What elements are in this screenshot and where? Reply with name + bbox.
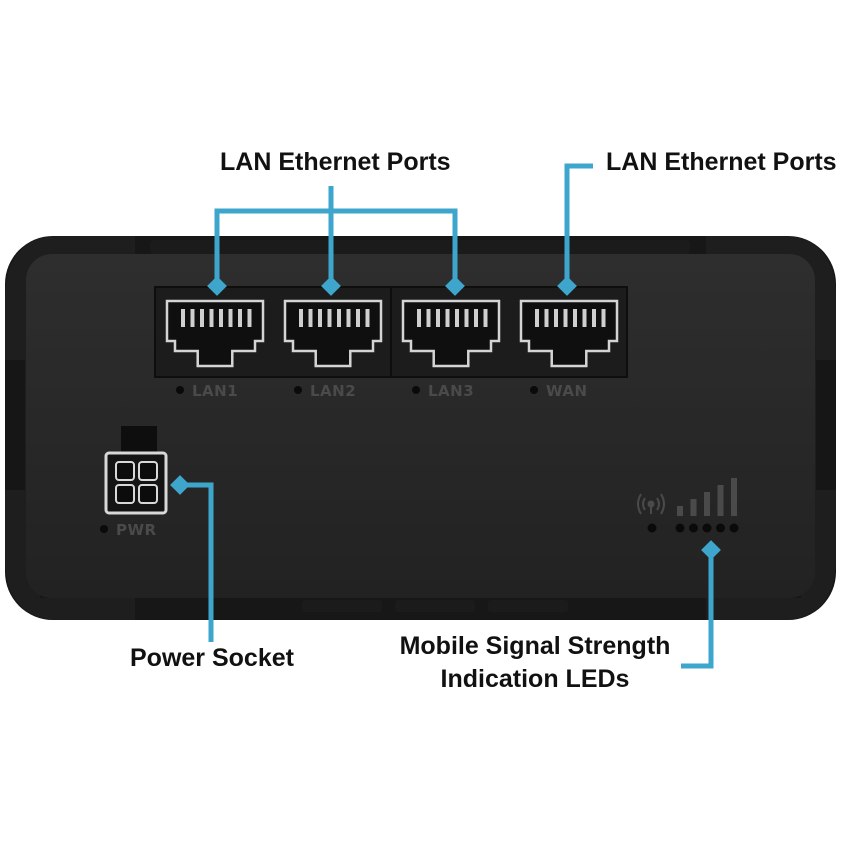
signal-led bbox=[716, 523, 725, 533]
lan-ports-label-left: LAN Ethernet Ports bbox=[220, 148, 451, 176]
jack-pin bbox=[464, 309, 469, 327]
port-label-lan2: LAN2 bbox=[310, 382, 356, 400]
antenna-icon bbox=[637, 493, 665, 515]
port-label-wan: WAN bbox=[546, 382, 588, 400]
port-led-lan3 bbox=[412, 386, 420, 394]
jack-pin bbox=[426, 309, 431, 327]
top-ridge bbox=[150, 240, 690, 254]
jack-pin bbox=[181, 309, 185, 327]
jack-pin bbox=[483, 309, 488, 327]
antenna-led bbox=[647, 523, 657, 533]
power-port-label: PWR bbox=[116, 521, 157, 539]
port-led-wan bbox=[530, 386, 538, 394]
jack-pin bbox=[573, 309, 577, 327]
ethernet-jack-wan bbox=[519, 299, 619, 368]
power-pin-2 bbox=[138, 461, 158, 481]
jack-pin bbox=[209, 309, 214, 327]
signal-led bbox=[689, 523, 698, 533]
jack-pin bbox=[535, 309, 539, 327]
jack-pin bbox=[592, 309, 596, 327]
signal-leds-label-line2: Indication LEDs bbox=[440, 664, 630, 693]
signal-led bbox=[675, 523, 685, 533]
signal-bars-icon bbox=[647, 478, 739, 533]
jack-pin bbox=[247, 309, 252, 327]
port-label-lan3: LAN3 bbox=[428, 382, 474, 400]
jack-pin bbox=[436, 309, 440, 327]
lan-ports-label-right: LAN Ethernet Ports bbox=[606, 148, 837, 176]
jack-pin bbox=[455, 309, 459, 327]
power-led bbox=[100, 525, 108, 533]
signal-bar bbox=[677, 506, 683, 516]
jack-pin bbox=[219, 309, 223, 327]
signal-bar bbox=[704, 492, 710, 516]
left-notch bbox=[5, 360, 25, 490]
port-led-lan1 bbox=[176, 386, 184, 394]
jack-pin bbox=[356, 309, 360, 327]
signal-bar bbox=[717, 485, 724, 516]
ethernet-jack-lan3 bbox=[401, 299, 501, 368]
ethernet-jack-lan1 bbox=[165, 299, 265, 368]
power-pin-4 bbox=[138, 484, 158, 504]
jack-pin bbox=[308, 309, 313, 327]
bottom-ridge-1 bbox=[302, 600, 382, 612]
jack-pin bbox=[337, 309, 341, 327]
signal-leds-label: Mobile Signal Strength Indication LEDs bbox=[392, 630, 678, 695]
jack-pin bbox=[200, 309, 204, 327]
ethernet-jack-lan2 bbox=[283, 299, 383, 368]
jack-pin bbox=[318, 309, 322, 327]
jack-pin bbox=[228, 309, 233, 327]
jack-pin bbox=[299, 309, 303, 327]
jack-pin bbox=[544, 309, 549, 327]
jack-pin bbox=[365, 309, 370, 327]
jack-pin bbox=[327, 309, 332, 327]
power-socket-latch bbox=[121, 426, 157, 456]
jack-pin bbox=[563, 309, 568, 327]
port-label-lan1: LAN1 bbox=[192, 382, 238, 400]
jack-pin bbox=[417, 309, 421, 327]
signal-bar bbox=[731, 478, 737, 516]
signal-bar bbox=[690, 499, 697, 516]
power-pin-1 bbox=[115, 461, 135, 481]
signal-leds-label-line1: Mobile Signal Strength bbox=[399, 632, 671, 660]
power-socket-label: Power Socket bbox=[130, 644, 294, 672]
jack-pin bbox=[346, 309, 351, 327]
callout-markers bbox=[170, 276, 721, 560]
jack-pin bbox=[474, 309, 478, 327]
jack-pin bbox=[601, 309, 606, 327]
port-led-lan2 bbox=[294, 386, 302, 394]
signal-led bbox=[729, 523, 739, 533]
power-pin-3 bbox=[115, 484, 135, 504]
jack-pin bbox=[238, 309, 242, 327]
right-notch bbox=[816, 360, 836, 490]
signal-led bbox=[702, 523, 712, 533]
callout-lines bbox=[180, 163, 714, 669]
jack-pin bbox=[190, 309, 195, 327]
bottom-ridge-2 bbox=[395, 600, 475, 612]
jack-pin bbox=[554, 309, 558, 327]
bottom-ridge-3 bbox=[488, 600, 568, 612]
jack-pin bbox=[445, 309, 450, 327]
jack-pin bbox=[582, 309, 587, 327]
